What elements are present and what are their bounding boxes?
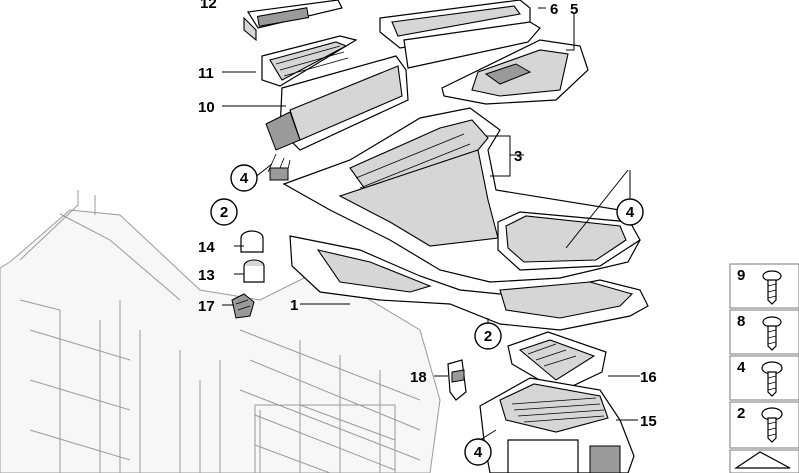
fastener-cell-8 — [729, 309, 799, 355]
callout-15: 15 — [640, 413, 657, 430]
screw-icon — [761, 361, 783, 397]
callout-16: 16 — [640, 369, 657, 386]
svg-text:4: 4 — [240, 170, 249, 187]
callout-18: 18 — [410, 369, 427, 386]
svg-text:2: 2 — [484, 328, 492, 345]
screw-icon — [762, 316, 782, 351]
callout-circle-4a — [230, 164, 258, 192]
part-14-plug — [240, 230, 264, 253]
callout-11: 11 — [198, 65, 214, 82]
part-13-plug — [243, 259, 265, 283]
fastener-panel: 9 8 4 2 — [729, 263, 799, 473]
part-12-tray — [243, 0, 343, 42]
svg-text:2: 2 — [220, 204, 228, 221]
callout-12: 12 — [200, 0, 217, 12]
callout-3: 3 — [514, 148, 522, 165]
fastener-cell-9 — [729, 263, 799, 309]
wedge-icon — [734, 451, 791, 469]
fastener-label: 4 — [737, 359, 746, 376]
screw-icon — [762, 270, 782, 305]
callout-circle-4b — [616, 198, 644, 226]
part-11-grille-tray — [261, 35, 358, 87]
callouts: 12 11 10 6 5 3 1 14 13 17 18 16 15 4 2 4… — [198, 0, 657, 466]
callout-6: 6 — [550, 1, 558, 18]
callout-14: 14 — [198, 239, 215, 256]
leader-lines — [222, 7, 640, 441]
callout-1: 1 — [290, 297, 298, 314]
part-10-module — [265, 55, 409, 181]
callout-circle-2b — [474, 322, 502, 350]
part-15-rear-panel — [479, 377, 635, 473]
part-5-trim-frame — [403, 21, 589, 105]
callout-10: 10 — [198, 99, 215, 116]
callout-17: 17 — [198, 298, 215, 315]
fastener-label: 8 — [737, 313, 745, 330]
part-1-lower-body — [289, 235, 649, 331]
screw-icon — [761, 407, 783, 443]
console-frame — [0, 190, 441, 473]
part-18-clip — [447, 359, 467, 401]
svg-text:4: 4 — [626, 204, 635, 221]
callout-circle-4c — [464, 438, 492, 466]
fastener-label: 9 — [737, 267, 745, 284]
callout-circle-2a — [210, 198, 238, 226]
part-16-tray-insert — [507, 331, 607, 393]
part-17-clip — [231, 293, 255, 319]
part-3-upper-trim — [282, 107, 641, 283]
callout-5: 5 — [570, 1, 578, 18]
svg-text:4: 4 — [474, 444, 483, 461]
fastener-label: 2 — [737, 405, 745, 422]
callout-13: 13 — [198, 267, 215, 284]
